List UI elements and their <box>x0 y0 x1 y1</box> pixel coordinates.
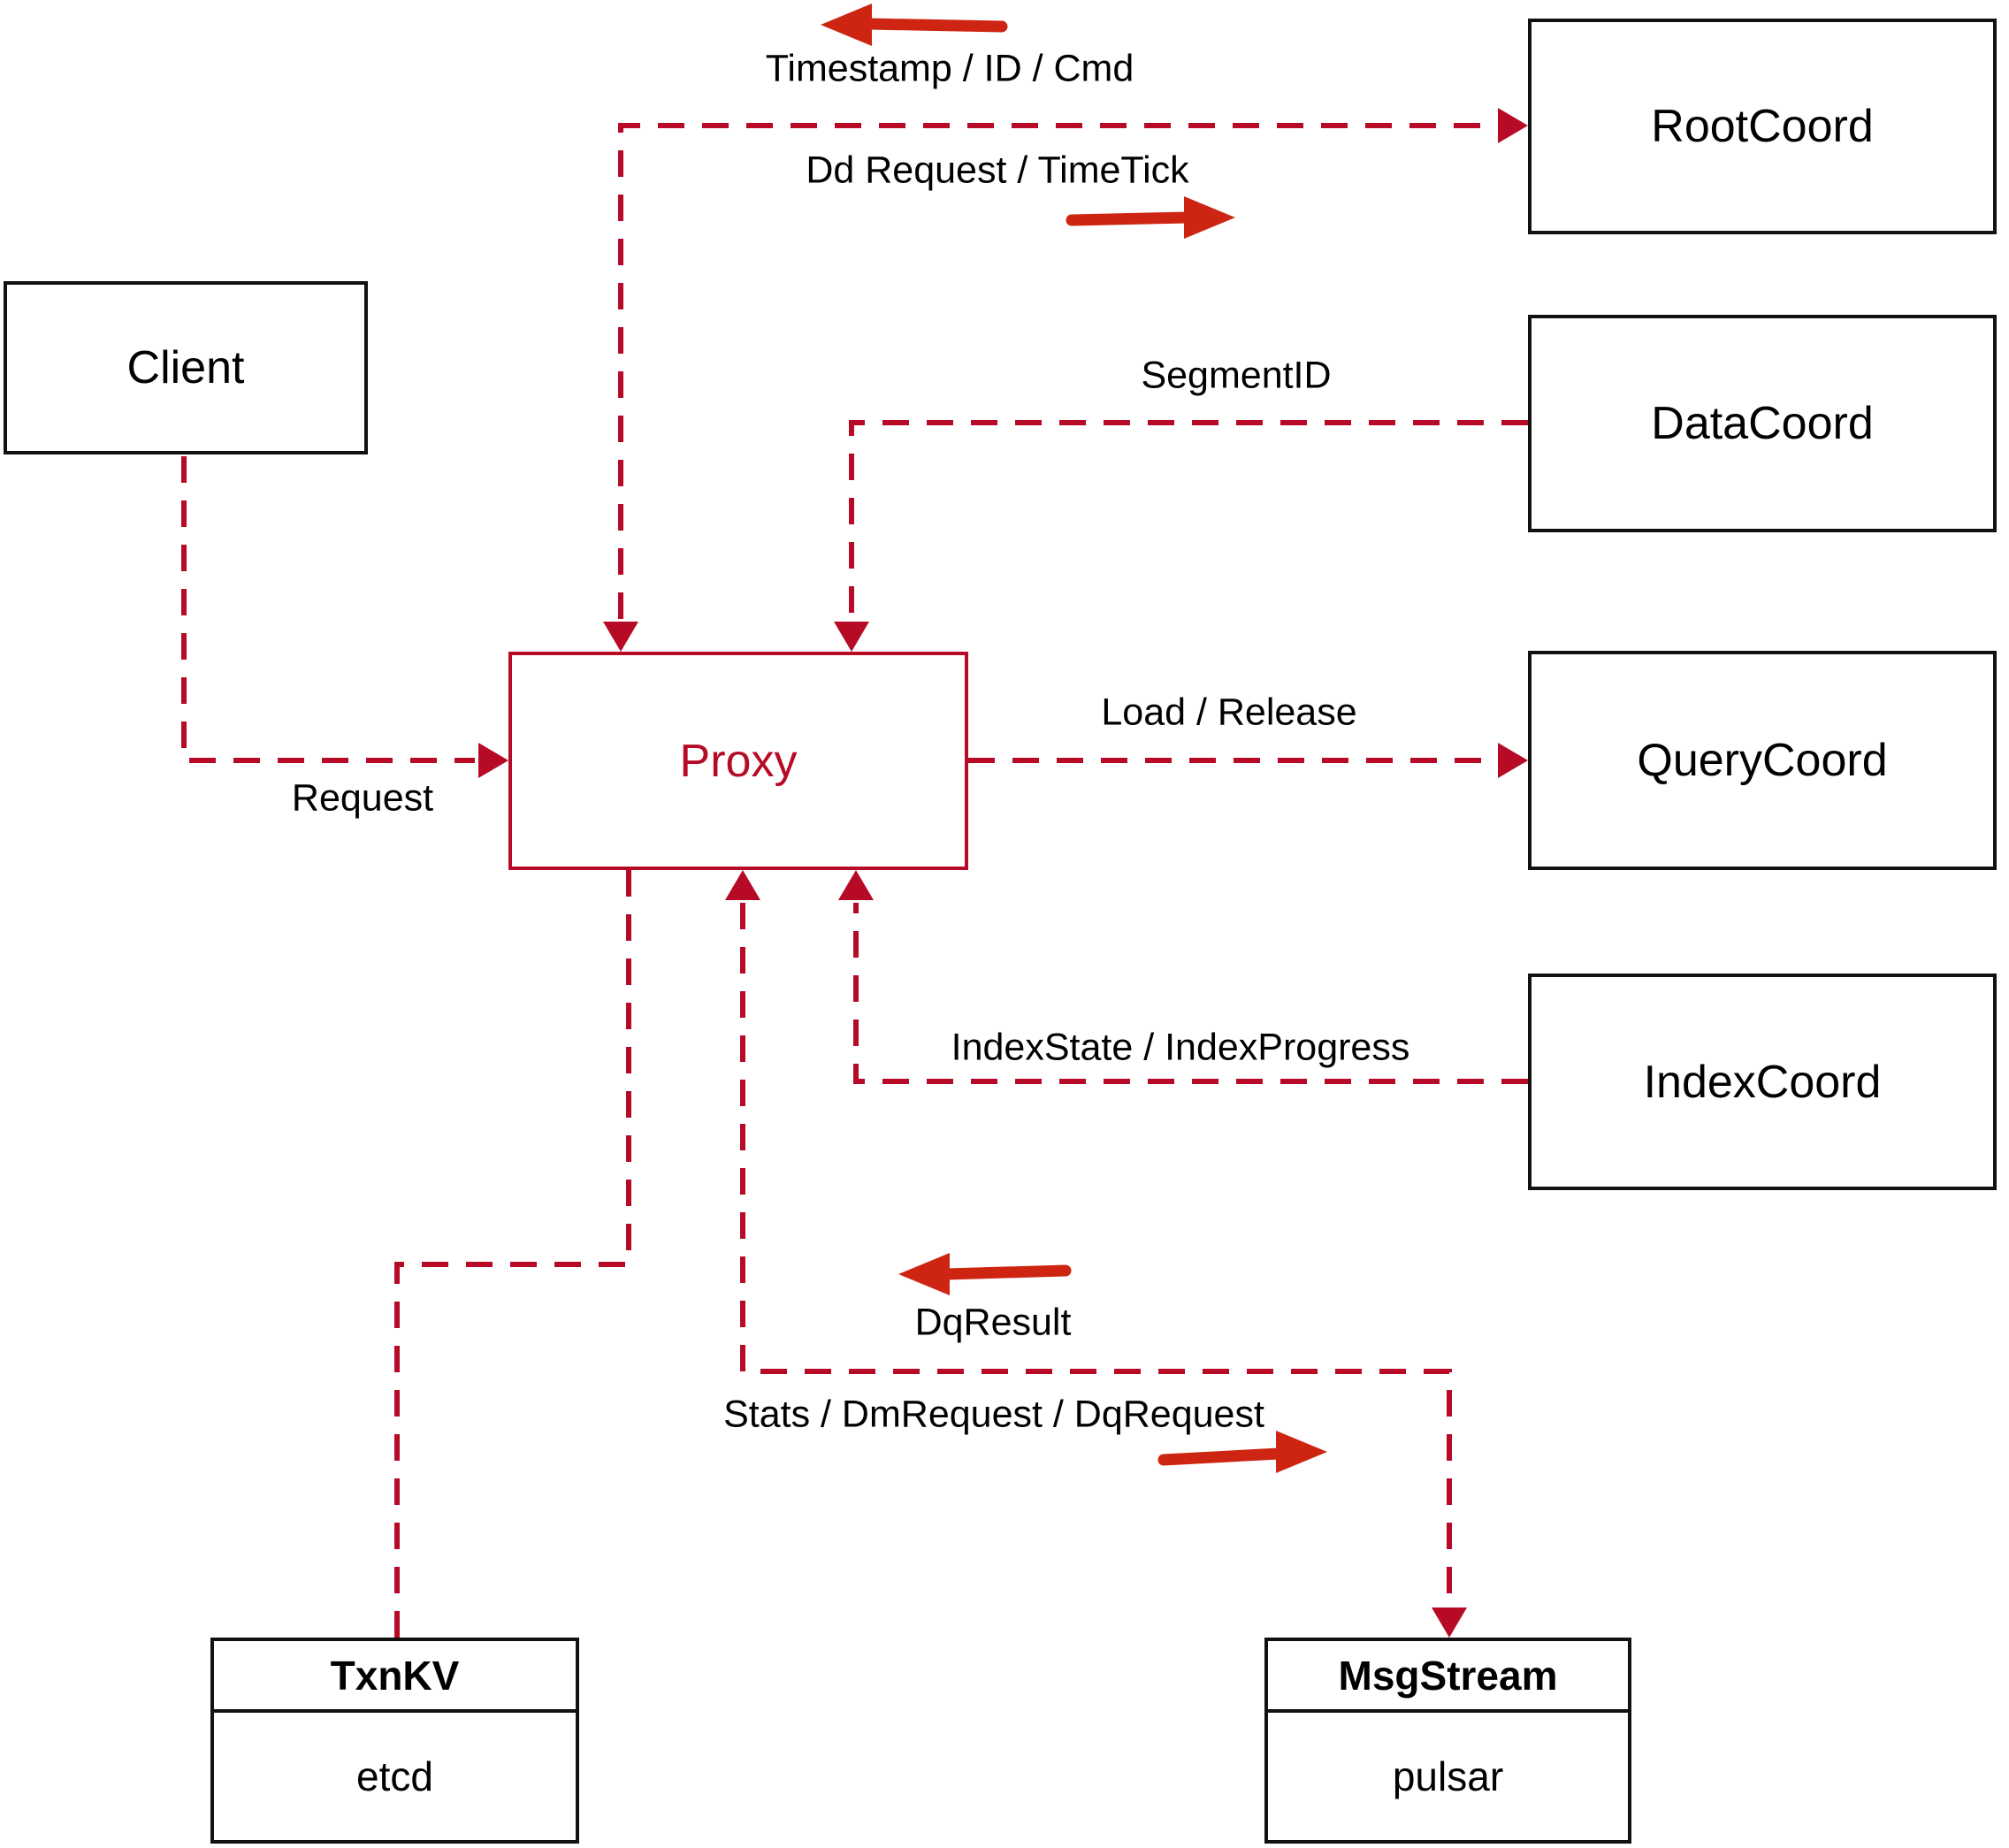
edge-label-request: Request <box>291 776 434 820</box>
edge-proxy-rootcoord <box>603 108 1528 652</box>
edge-indexcoord-proxy <box>838 870 1528 1084</box>
edge-datacoord-proxy <box>834 420 1528 652</box>
direction-arrow-right-ddrequest-icon <box>1066 196 1235 239</box>
direction-arrow-left-dqresult-icon <box>898 1253 1072 1295</box>
querycoord-label: QueryCoord <box>1637 735 1888 786</box>
client-node: Client <box>4 281 368 454</box>
edge-client-proxy <box>181 456 508 778</box>
txnkv-impl: etcd <box>356 1753 433 1799</box>
edge-label-load-release: Load / Release <box>1101 691 1357 734</box>
indexcoord-label: IndexCoord <box>1643 1056 1882 1108</box>
edge-label-timestamp-id-cmd: Timestamp / ID / Cmd <box>765 47 1134 90</box>
arrowhead-down-icon <box>1432 1607 1467 1638</box>
edge-label-stats-dmrequest-dqrequest: Stats / DmRequest / DqRequest <box>723 1393 1264 1436</box>
datacoord-node: DataCoord <box>1528 315 1997 532</box>
datacoord-label: DataCoord <box>1651 398 1874 449</box>
msgstream-node: MsgStream pulsar <box>1264 1638 1631 1844</box>
txnkv-title: TxnKV <box>214 1641 576 1713</box>
arrowhead-down-icon <box>834 622 869 652</box>
arrowhead-down-icon <box>603 622 638 652</box>
txnkv-node: TxnKV etcd <box>210 1638 579 1844</box>
rootcoord-node: RootCoord <box>1528 19 1997 234</box>
direction-arrow-left-timestamp-icon <box>821 4 1008 46</box>
arrowhead-right-icon <box>1498 743 1528 778</box>
proxy-label: Proxy <box>679 735 798 787</box>
arrowhead-up-icon <box>838 870 874 900</box>
edge-label-dd-request-timetick: Dd Request / TimeTick <box>806 149 1189 192</box>
client-label: Client <box>126 342 245 393</box>
edge-proxy-querycoord <box>968 743 1528 778</box>
arrowhead-right-icon <box>478 743 508 778</box>
arrowhead-up-icon <box>725 870 760 900</box>
arrowhead-right-icon <box>1498 108 1528 143</box>
msgstream-impl: pulsar <box>1392 1753 1504 1799</box>
edge-proxy-msgstream <box>725 870 1467 1638</box>
edge-label-indexstate-indexprogress: IndexState / IndexProgress <box>951 1026 1410 1069</box>
rootcoord-label: RootCoord <box>1651 101 1874 152</box>
indexcoord-node: IndexCoord <box>1528 974 1997 1190</box>
edge-label-segment-id: SegmentID <box>1141 354 1332 397</box>
msgstream-title: MsgStream <box>1268 1641 1628 1713</box>
proxy-node: Proxy <box>508 652 968 870</box>
edge-label-dqresult: DqResult <box>914 1301 1072 1344</box>
querycoord-node: QueryCoord <box>1528 651 1997 870</box>
direction-arrow-right-stats-icon <box>1157 1431 1327 1473</box>
edge-proxy-txnkv <box>394 870 631 1638</box>
